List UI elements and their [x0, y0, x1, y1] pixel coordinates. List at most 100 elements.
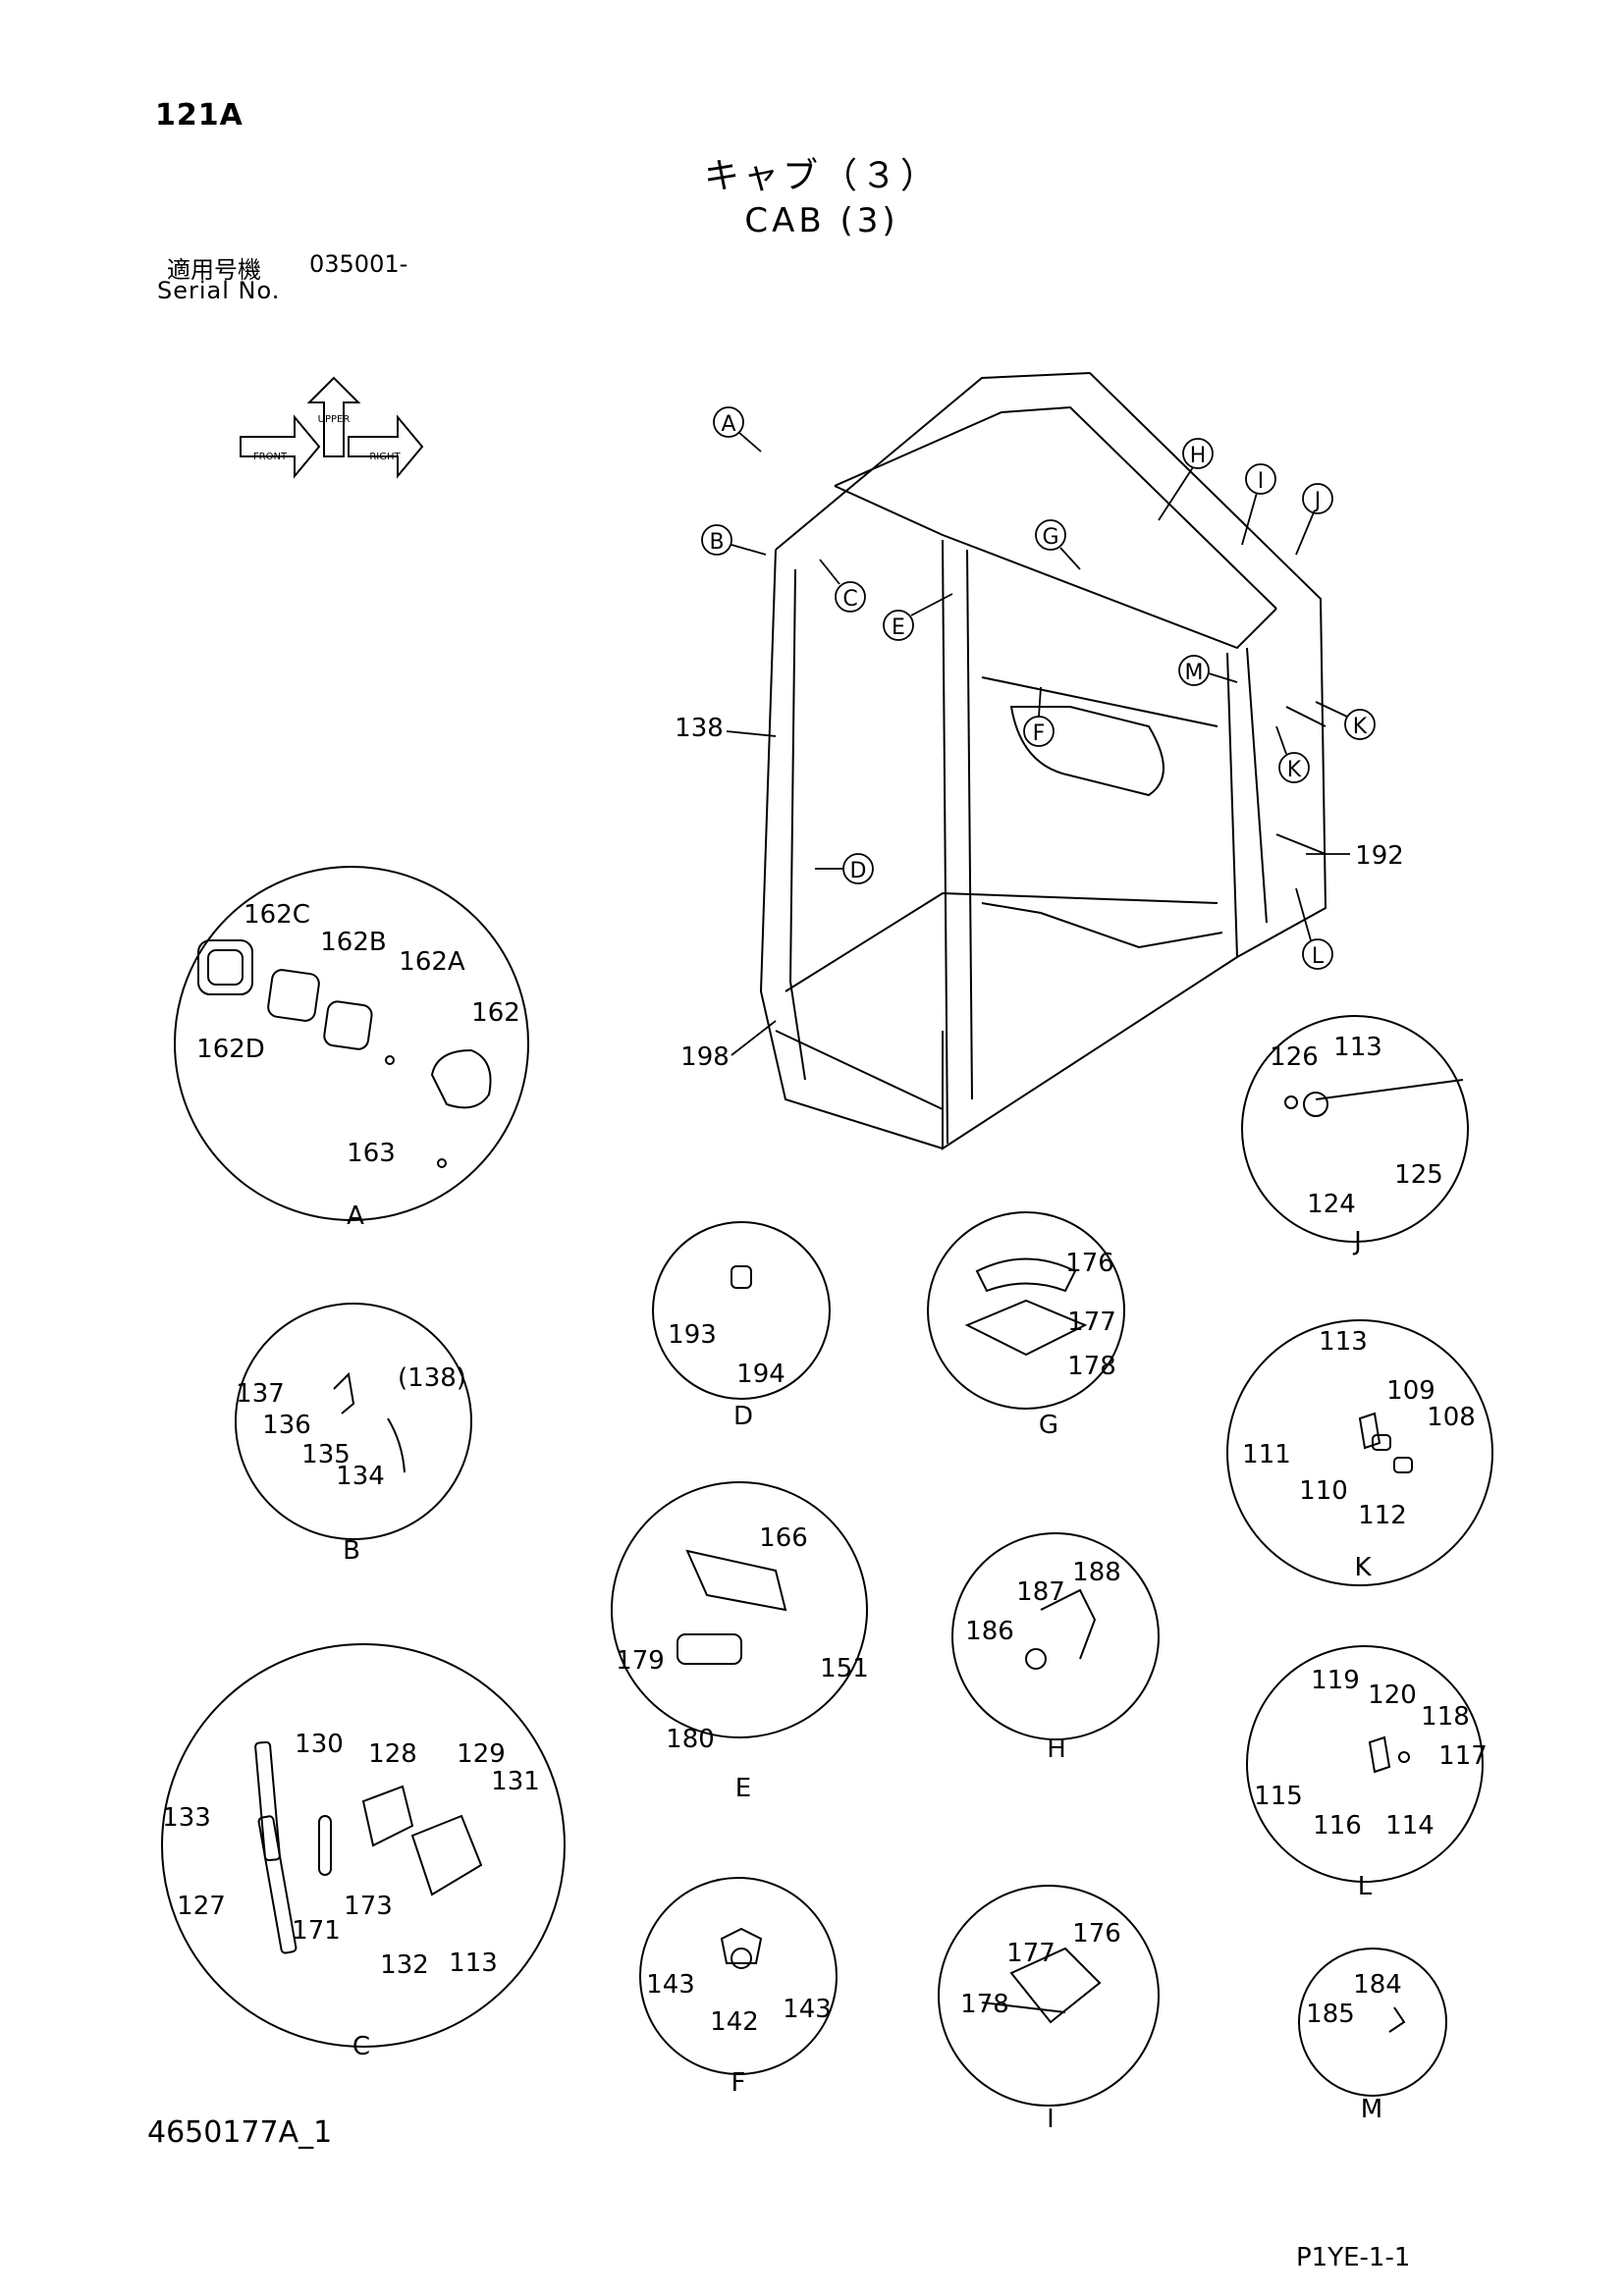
- main-callout-c: C: [842, 587, 857, 612]
- main-callout-b: B: [709, 530, 724, 555]
- main-callout-j: J: [1313, 489, 1322, 513]
- orientation-label-right: RIGHT: [369, 452, 401, 462]
- detail-part-sketches: [197, 939, 1464, 2033]
- detail-a-162: 162: [471, 998, 520, 1028]
- detail-b-135: 135: [301, 1440, 351, 1469]
- detail-i-178: 178: [960, 1990, 1009, 2019]
- detail-f-143a: 143: [646, 1970, 695, 2000]
- document-code: 4650177A_1: [147, 2115, 333, 2150]
- detail-l-118: 118: [1421, 1702, 1470, 1732]
- detail-d-194: 194: [736, 1360, 785, 1389]
- detail-b-136: 136: [262, 1411, 311, 1440]
- detail-a-162a: 162A: [399, 947, 465, 977]
- page-number: 121A: [155, 98, 244, 133]
- serial-label-en: Serial No.: [157, 277, 281, 304]
- detail-c-127: 127: [177, 1892, 226, 1921]
- page-reference: P1YE-1-1: [1296, 2243, 1411, 2272]
- part-192: 192: [1355, 841, 1404, 871]
- detail-m-185: 185: [1306, 2000, 1355, 2029]
- detail-c-132: 132: [380, 1950, 429, 1980]
- detail-b-134: 134: [336, 1462, 385, 1491]
- detail-c-113: 113: [449, 1949, 498, 1978]
- detail-k-111: 111: [1242, 1440, 1291, 1469]
- detail-e-179: 179: [616, 1646, 665, 1676]
- detail-k-113: 113: [1319, 1327, 1368, 1357]
- detail-i-176: 176: [1072, 1919, 1121, 1949]
- detail-c-173: 173: [344, 1892, 393, 1921]
- main-callout-i: I: [1258, 469, 1265, 494]
- main-callout-a: A: [721, 412, 735, 437]
- part-198: 198: [680, 1042, 730, 1072]
- detail-m-label: M: [1361, 2095, 1382, 2124]
- detail-k-112: 112: [1358, 1501, 1407, 1530]
- detail-h-188: 188: [1072, 1558, 1121, 1587]
- title-en: CAB (3): [744, 201, 899, 240]
- detail-g-178: 178: [1067, 1352, 1116, 1381]
- detail-j-124: 124: [1307, 1190, 1356, 1219]
- detail-l-label: L: [1358, 1872, 1373, 1901]
- detail-k-108: 108: [1427, 1403, 1476, 1432]
- detail-a-162d: 162D: [196, 1035, 265, 1064]
- detail-j-113: 113: [1333, 1033, 1382, 1062]
- cab-frame: [759, 371, 1327, 1150]
- detail-d-193: 193: [668, 1320, 717, 1350]
- detail-c-131: 131: [491, 1767, 540, 1796]
- detail-k-label: K: [1354, 1553, 1372, 1582]
- detail-l-117: 117: [1438, 1741, 1488, 1771]
- main-callout-e: E: [892, 615, 905, 640]
- main-callout-d: D: [850, 859, 867, 883]
- detail-l-115: 115: [1254, 1782, 1303, 1811]
- detail-h-187: 187: [1016, 1577, 1065, 1607]
- detail-circles: [161, 866, 1493, 2107]
- detail-k-110: 110: [1299, 1476, 1348, 1506]
- detail-j-126: 126: [1270, 1042, 1319, 1072]
- title-jp: キャブ（３）: [703, 156, 940, 196]
- detail-l-116: 116: [1313, 1811, 1362, 1841]
- detail-j-125: 125: [1394, 1160, 1443, 1190]
- orientation-label-upper: UPPER: [318, 414, 351, 425]
- detail-a-162b: 162B: [320, 928, 386, 957]
- detail-j-label: J: [1352, 1227, 1362, 1256]
- detail-h-186: 186: [965, 1617, 1014, 1646]
- detail-e-label: E: [735, 1774, 751, 1803]
- detail-e-166: 166: [759, 1523, 808, 1553]
- main-callout-f: F: [1033, 721, 1046, 746]
- orientation-label-front: FRONT: [253, 452, 288, 462]
- serial-label-jp: 適用号機: [167, 256, 261, 284]
- detail-l-119: 119: [1311, 1666, 1360, 1695]
- detail-f-label: F: [731, 2068, 746, 2098]
- detail-b-137: 137: [236, 1379, 285, 1409]
- serial-value: 035001-: [309, 250, 408, 278]
- detail-h-label: H: [1047, 1735, 1066, 1764]
- detail-c-133: 133: [162, 1803, 211, 1833]
- detail-l-120: 120: [1368, 1681, 1417, 1710]
- detail-d-label: D: [733, 1402, 753, 1431]
- detail-g-176: 176: [1065, 1249, 1114, 1278]
- main-callout-k2: K: [1287, 758, 1302, 782]
- detail-f-142: 142: [710, 2007, 759, 2037]
- detail-c-130: 130: [295, 1730, 344, 1759]
- detail-g-177: 177: [1067, 1308, 1116, 1337]
- main-callout-k1: K: [1353, 715, 1368, 739]
- main-callout-m: M: [1185, 661, 1204, 685]
- detail-c-label: C: [352, 2032, 370, 2061]
- detail-m-184: 184: [1353, 1970, 1402, 2000]
- detail-e-151: 151: [820, 1654, 869, 1683]
- detail-a-162c: 162C: [244, 900, 310, 930]
- detail-l-114: 114: [1385, 1811, 1435, 1841]
- detail-c-128: 128: [368, 1739, 417, 1769]
- part-138: 138: [675, 714, 724, 743]
- detail-c-171: 171: [292, 1916, 341, 1946]
- detail-b-138ref: (138): [398, 1363, 466, 1393]
- main-callouts: [701, 406, 1376, 1056]
- main-callout-l: L: [1312, 944, 1325, 969]
- detail-k-109: 109: [1386, 1376, 1435, 1406]
- detail-i-label: I: [1047, 2105, 1055, 2134]
- detail-e-180: 180: [666, 1725, 715, 1754]
- detail-a-163: 163: [347, 1139, 396, 1168]
- detail-c-129: 129: [457, 1739, 506, 1769]
- detail-g-label: G: [1039, 1411, 1058, 1440]
- detail-i-177: 177: [1006, 1939, 1056, 1968]
- main-callout-h: H: [1190, 444, 1207, 468]
